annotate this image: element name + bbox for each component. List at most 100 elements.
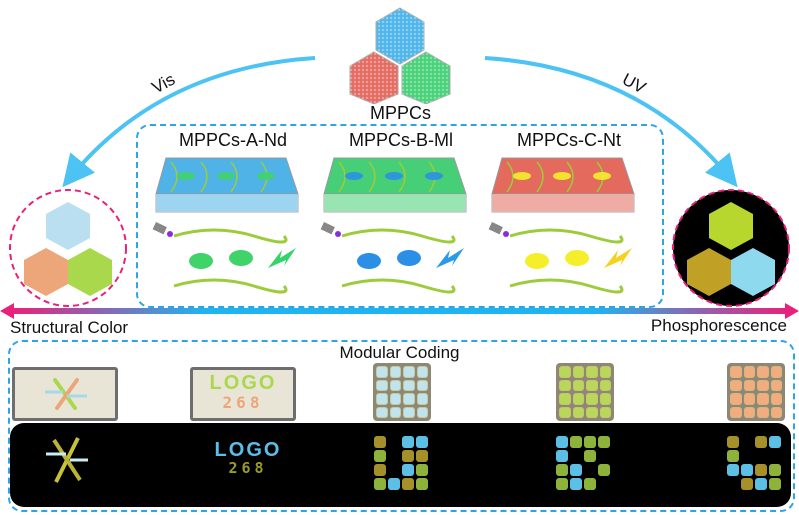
grid-tile: [586, 366, 598, 378]
glow-tile: [556, 478, 568, 490]
grid-tile: [730, 393, 742, 405]
grid-tile: [770, 379, 782, 391]
glow-tile: [416, 450, 428, 462]
glow-tile: [741, 464, 753, 476]
vis-uv-arcs: [62, 56, 738, 188]
polymer-fiber: [200, 161, 208, 193]
grid-tile: [389, 406, 401, 418]
variant-label: MPPCs-C-Nt: [517, 130, 621, 150]
grid-tile: [403, 379, 415, 391]
uv-arc: [484, 56, 738, 188]
logo-text: LOGO: [209, 372, 277, 394]
glow-tile: [727, 450, 739, 462]
modular-coding-title: Modular Coding: [339, 343, 460, 362]
variant-c: MPPCs-C-Nt: [484, 130, 654, 151]
pattern-grid-2: [556, 436, 610, 490]
modular-coding-panel: [8, 340, 795, 512]
grid-tile: [757, 393, 769, 405]
glow-tile: [556, 464, 568, 476]
glow-tile: [755, 464, 767, 476]
glow-tile: [598, 450, 610, 462]
glow-tile: [598, 478, 610, 490]
variants-panel: [136, 124, 664, 308]
grid-tile: [572, 393, 584, 405]
grid-tile: [572, 406, 584, 418]
emitter-molecule: [397, 250, 421, 266]
uv-lamp-icon: [320, 221, 335, 235]
polymer-fiber: [230, 161, 238, 193]
film-side: [155, 193, 299, 213]
grid-tile: [389, 366, 401, 378]
glow-tile: [741, 436, 753, 448]
emitter-cluster: [385, 172, 403, 180]
glow-tile: [374, 450, 386, 462]
glow-tile: [755, 436, 767, 448]
uv-lamp-icon: [488, 222, 503, 235]
grid-tile: [559, 366, 571, 378]
tag-asterisk: [12, 367, 118, 421]
variant-illustrations: [152, 157, 635, 294]
emitter-cluster: [257, 172, 275, 180]
glow-tile: [374, 436, 386, 448]
grid-tile: [403, 406, 415, 418]
left-arrowhead: [0, 303, 14, 319]
grid-tile: [416, 393, 428, 405]
glow-tile: [388, 436, 400, 448]
polymer-chain: [509, 228, 624, 244]
grid-tile: [770, 406, 782, 418]
emitter-molecule: [229, 250, 253, 266]
glow-tile: [769, 450, 781, 462]
glow-tile: [727, 478, 739, 490]
glow-tile: [570, 464, 582, 476]
mppcs-label: MPPCs: [370, 103, 432, 123]
tag-logo: LOGO 268: [190, 367, 296, 421]
glow-tile: [570, 450, 582, 462]
glow-tile: [402, 478, 414, 490]
grid-tile: [586, 393, 598, 405]
emitter-cluster: [425, 172, 443, 180]
grid-tile: [599, 366, 611, 378]
glow-tile: [570, 436, 582, 448]
polymer-chain: [173, 228, 288, 244]
glow-tile: [727, 464, 739, 476]
grid-orange: [727, 363, 785, 421]
phosphorescence-label: Phosphorescence: [650, 316, 787, 335]
glow-tile: [584, 464, 596, 476]
green-tile: [68, 248, 112, 296]
polymer-chain: [341, 278, 456, 294]
emitter-cluster: [177, 172, 195, 180]
glow-tile: [584, 478, 596, 490]
grid-tile: [743, 379, 755, 391]
glow-tile: [755, 450, 767, 462]
asterisk-pattern: [45, 378, 87, 410]
glow-tile: [598, 436, 610, 448]
structural-color-sample: [9, 189, 127, 307]
blue-hexagon: [375, 7, 425, 65]
glow-tile: [388, 464, 400, 476]
film-gel-layer: [492, 194, 634, 212]
uv-lamp-icon: [152, 221, 167, 235]
grid-tile: [743, 366, 755, 378]
polymer-fiber: [170, 161, 178, 193]
glow-tile: [374, 478, 386, 490]
grid-tile: [416, 406, 428, 418]
uv-lamp-lens: [503, 231, 509, 237]
emitter-cluster: [345, 172, 363, 180]
glow-tile: [570, 478, 582, 490]
grid-tile: [586, 379, 598, 391]
glow-tile: [769, 436, 781, 448]
cyan-glow-tile: [731, 248, 775, 296]
glow-tile: [402, 464, 414, 476]
uv-lamp-lens: [335, 231, 341, 237]
grid-tile: [403, 393, 415, 405]
emitter-molecule: [357, 253, 381, 269]
glow-tile: [402, 450, 414, 462]
glow-logo: LOGO 268: [208, 440, 288, 477]
emission-bolt-icon: [604, 248, 632, 268]
grid-tile: [770, 393, 782, 405]
emitter-molecule: [189, 253, 213, 269]
grid-tile: [559, 379, 571, 391]
phosphorescence-sample: [672, 189, 790, 307]
grid-tile: [586, 406, 598, 418]
glow-tile: [416, 436, 428, 448]
